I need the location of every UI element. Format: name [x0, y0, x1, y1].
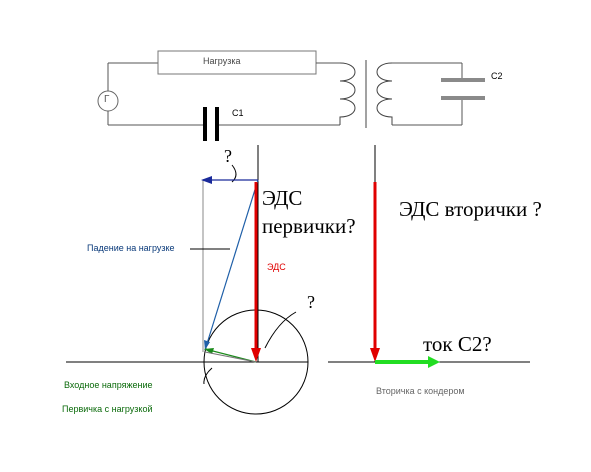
- emf-secondary-heading: ЭДС вторички ?: [399, 197, 542, 221]
- load-drop-vector: [204, 179, 259, 351]
- secondary-caption: Вторичка с кондером: [376, 386, 465, 396]
- emf-primary-heading-line1: ЭДС: [262, 186, 303, 210]
- angle-arc-top: [231, 164, 237, 183]
- load-label: Нагрузка: [203, 56, 241, 66]
- circuit-schematic: [97, 50, 485, 141]
- emf-primary-heading-line2: первички?: [262, 214, 356, 238]
- secondary-vector-diagram: [328, 145, 530, 368]
- secondary-coil: [376, 62, 393, 125]
- generator-label: Г: [104, 94, 110, 105]
- c2-current-label: ток C2?: [423, 332, 492, 356]
- primary-coil: [339, 62, 356, 125]
- load-drop-label: Падение на нагрузке: [87, 243, 175, 253]
- question-angle: ?: [307, 292, 315, 312]
- question-top: ?: [224, 146, 232, 166]
- c1-label: C1: [232, 108, 244, 118]
- c2-label: C2: [491, 71, 503, 81]
- input-voltage-label: Входное напряжение: [64, 380, 153, 390]
- emf-vector-label: ЭДС: [267, 262, 286, 272]
- angle-arc-right: [264, 311, 297, 349]
- angle-arc-left: [203, 367, 213, 385]
- primary-vector-diagram: [66, 145, 309, 415]
- primary-caption: Первичка с нагрузкой: [62, 404, 153, 414]
